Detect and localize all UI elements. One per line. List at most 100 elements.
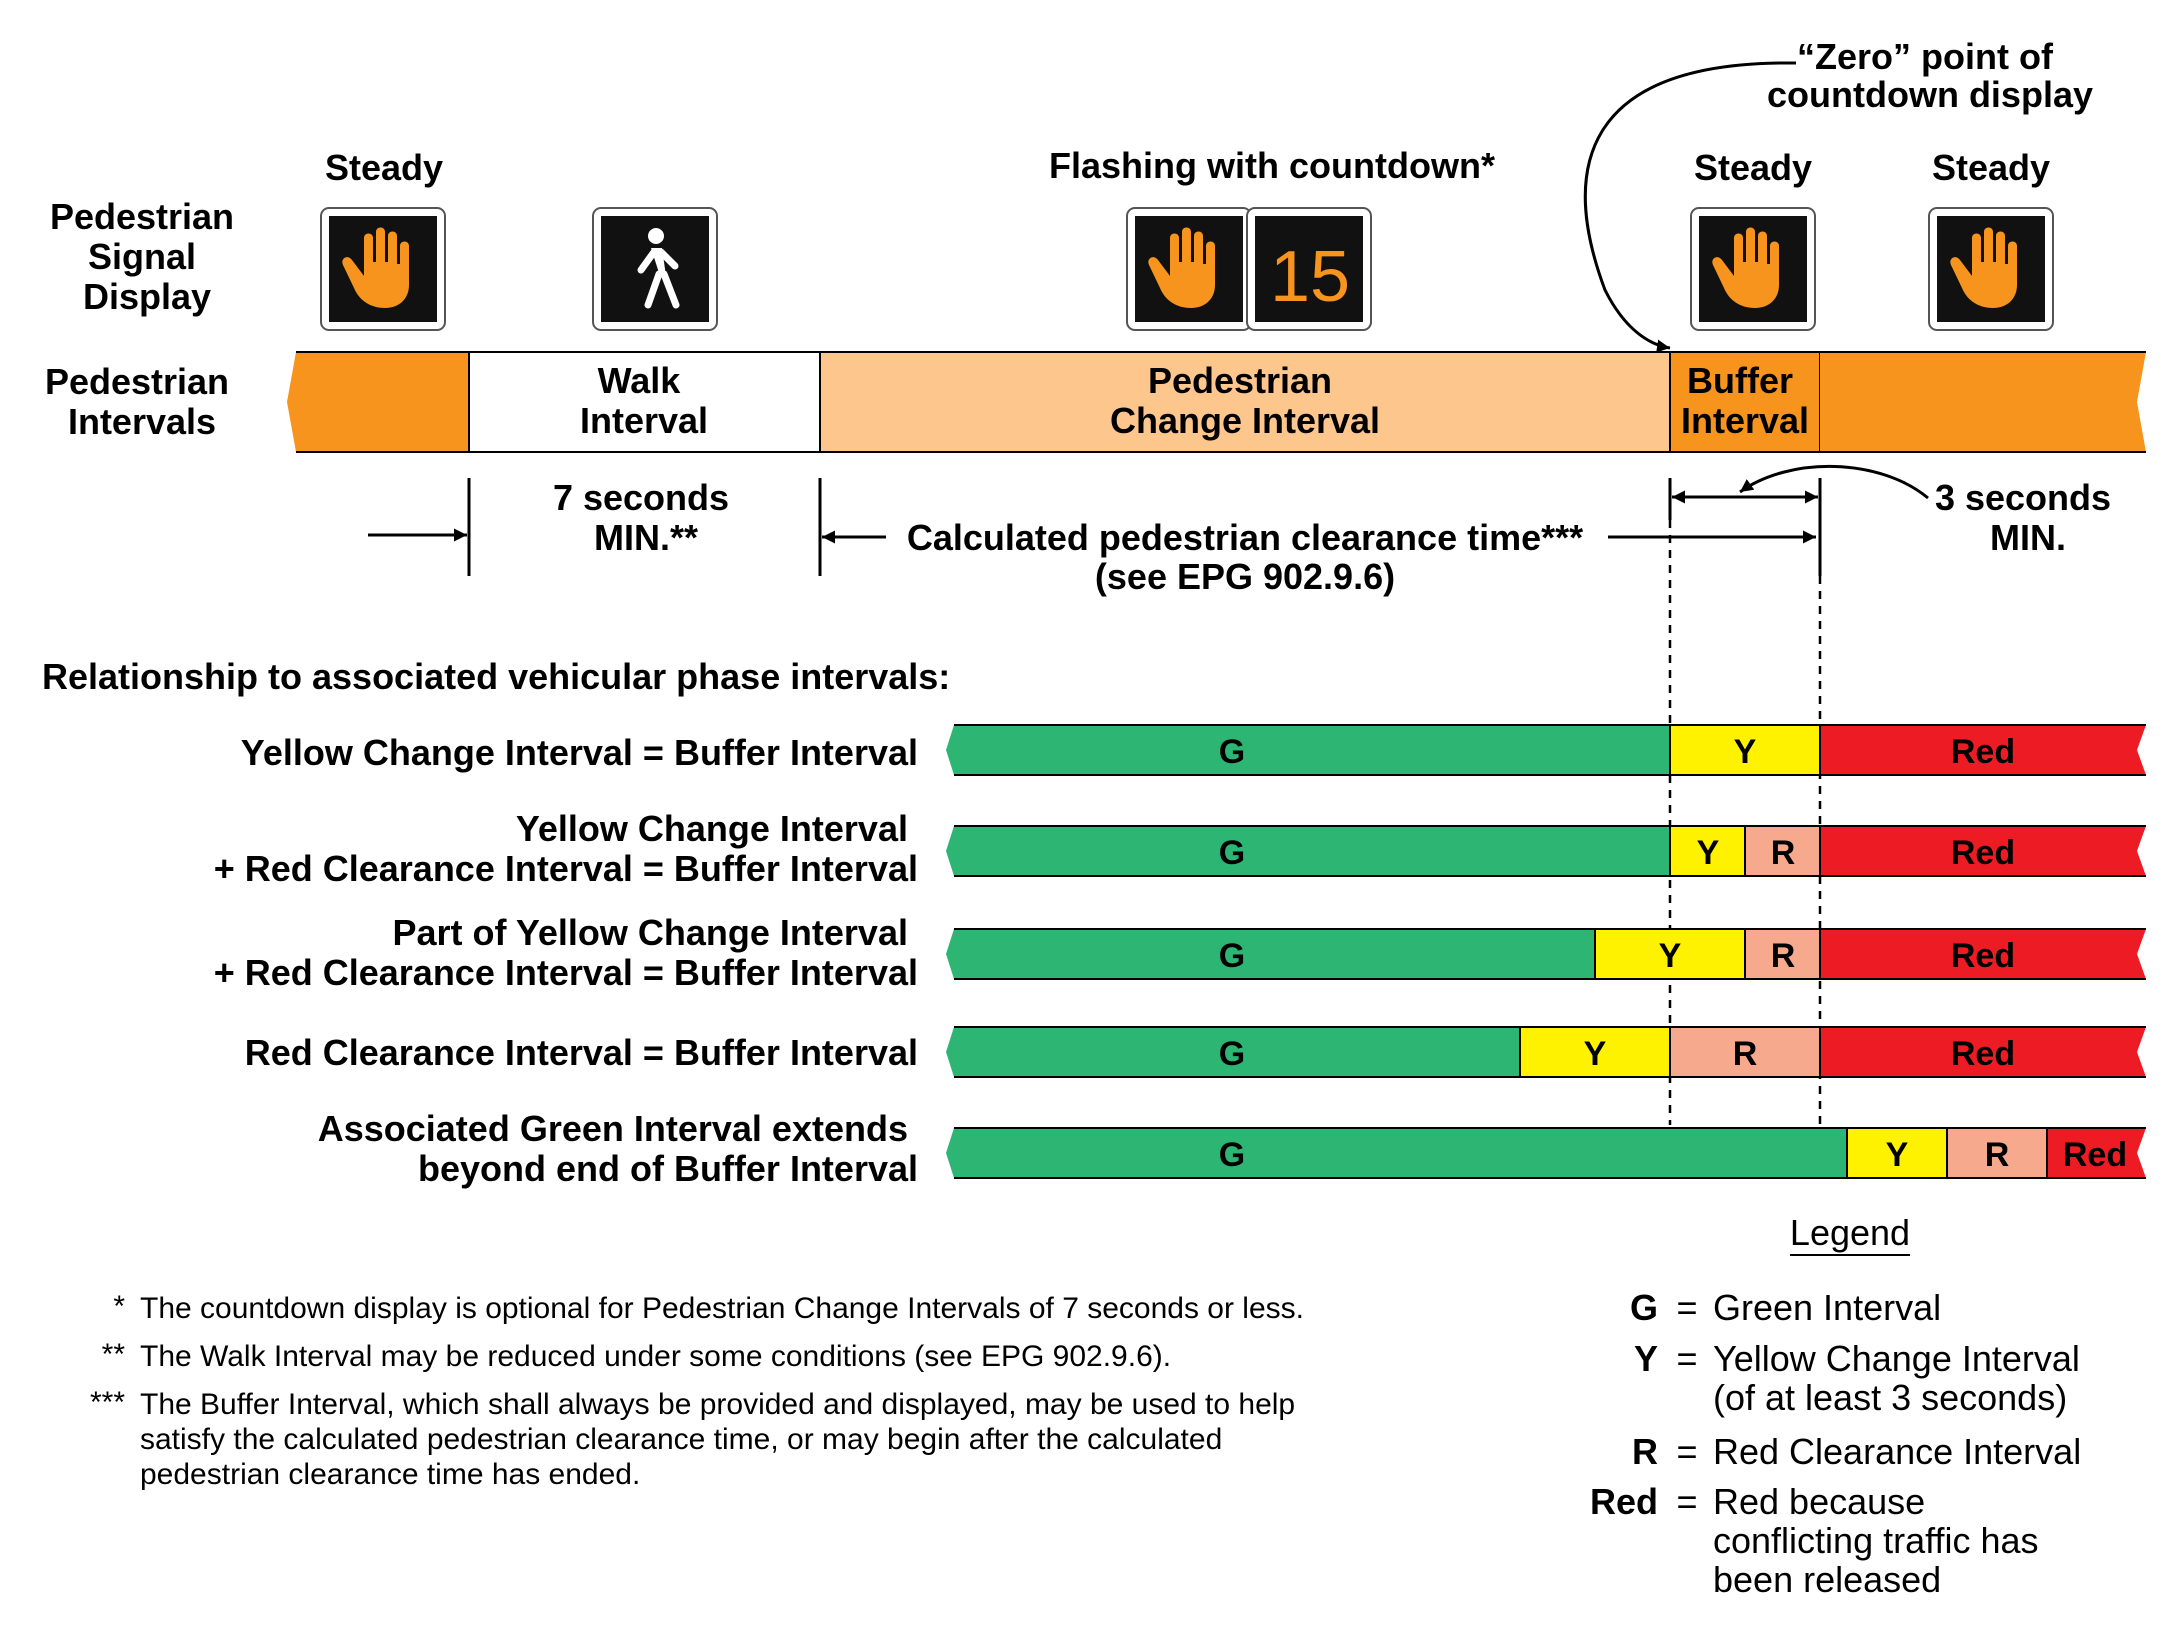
row-label-line: Yellow Change Interval [516,808,908,849]
row-label-line: Red Clearance Interval = Buffer Interval [245,1032,918,1073]
change-interval-label: Pedestrian Change Interval [1110,360,1380,441]
intervals-label-line: Intervals [68,401,216,442]
row-label-line: + Red Clearance Interval = Buffer Interv… [214,848,918,889]
phase-bar-row-5: G Y R Red [946,1127,2146,1179]
segment-label-y: Y [1734,733,1757,771]
segment-label-r: R [1771,834,1796,872]
segment-label-y: Y [1697,834,1720,872]
clearance-label: Calculated pedestrian clearance time*** [907,517,1583,558]
buffer-interval-label: Buffer Interval [1681,360,1809,441]
footnotes: * The countdown display is optional for … [90,1290,1304,1491]
walk-interval-line: Interval [580,400,708,441]
footnote-text: The Walk Interval may be reduced under s… [140,1340,1171,1373]
buffer-interval-segment [1669,351,1821,453]
legend-key: G [1630,1287,1658,1328]
upraised-hand-icon [1712,227,1779,308]
segment-label-r: R [1985,1136,2010,1174]
signal-head-steady-hand [1928,207,2054,331]
phase-bar-row-1: G Y Red [946,724,2146,776]
signal-head-steady-hand [320,207,446,331]
signal-display-label-line: Pedestrian [50,196,234,237]
legend-eq: = [1676,1338,1697,1379]
segment-label-red: Red [1951,1035,2015,1073]
legend-desc-line: been released [1713,1559,1941,1600]
legend-desc: Red because conflicting traffic has been… [1713,1481,2049,1600]
signal-head-walk [592,207,718,331]
flashing-caption: Flashing with countdown* [1049,145,1495,186]
footnote-text: The countdown display is optional for Pe… [140,1292,1304,1325]
footnote-line: pedestrian clearance time has ended. [140,1458,640,1491]
steady-caption: Steady [1932,147,2050,188]
row-label-line: beyond end of Buffer Interval [418,1148,918,1189]
segment-label-red: Red [1951,937,2015,975]
legend-desc: Green Interval [1713,1287,1941,1328]
pedestrian-interval-bar [287,351,2146,453]
segment-label-red: Red [1951,733,2015,771]
walk-min-line: 7 seconds [553,477,729,518]
upraised-hand-icon [1950,227,2017,308]
legend-eq: = [1676,1481,1697,1522]
segment-label-red: Red [1951,834,2015,872]
row-label-line: + Red Clearance Interval = Buffer Interv… [214,952,918,993]
legend-desc-line: Yellow Change Interval [1713,1338,2080,1379]
signal-display-label: Pedestrian Signal Display [50,196,244,317]
row-label-line: Part of Yellow Change Interval [393,912,908,953]
legend-eq: = [1676,1431,1697,1472]
row-label: Red Clearance Interval = Buffer Interval [245,1032,918,1073]
steady-after-segment [1820,352,2146,452]
walk-interval-segment [468,351,821,453]
legend-desc: Yellow Change Interval (of at least 3 se… [1713,1338,2090,1418]
row-label: Part of Yellow Change Interval + Red Cle… [214,912,918,993]
row-label-line: Yellow Change Interval = Buffer Interval [241,732,918,773]
footnote-text: The Buffer Interval, which shall always … [140,1388,1303,1491]
change-interval-line: Change Interval [1110,400,1380,441]
segment-label-red: Red [2063,1136,2127,1174]
intervals-label: Pedestrian Intervals [45,361,239,442]
signal-display-label-line: Display [83,276,211,317]
buffer-min-pointer [1739,464,1929,500]
upraised-hand-icon [342,227,409,308]
steady-caption: Steady [325,147,443,188]
buffer-interval-line: Buffer [1687,360,1793,401]
segment-label-y: Y [1886,1136,1909,1174]
segment-label-g: G [1219,733,1245,771]
segment-label-y: Y [1584,1035,1607,1073]
walking-person-icon [637,228,680,309]
phase-bar-row-3: G Y R Red [946,928,2146,980]
legend-key: Y [1634,1338,1658,1379]
phase-bar-row-2: G Y R Red [946,825,2146,877]
segment-label-y: Y [1659,937,1682,975]
segment-label-g: G [1219,937,1245,975]
legend-desc-line: Red because [1713,1481,1925,1522]
change-interval-line: Pedestrian [1148,360,1332,401]
buffer-interval-line: Interval [1681,400,1809,441]
walk-interval-label: Walk Interval [580,360,708,441]
phase-bar-row-4: G Y R Red [946,1026,2146,1078]
row-label: Yellow Change Interval = Buffer Interval [241,732,918,773]
walk-min-line: MIN.** [594,517,698,558]
zero-point-line: countdown display [1767,74,2093,115]
legend: Legend G = Green Interval Y = Yellow Cha… [1590,1212,2090,1600]
footnote-mark: *** [90,1386,125,1419]
intervals-label-line: Pedestrian [45,361,229,402]
signal-head-steady-hand [1690,207,1816,331]
countdown-digits-icon: 15 [1270,237,1350,317]
legend-desc: Red Clearance Interval [1713,1431,2081,1472]
zero-point-label: “Zero” point of countdown display [1767,36,2093,115]
clearance-ref-label: (see EPG 902.9.6) [1095,556,1395,597]
buffer-min-label: 3 seconds MIN. [1935,477,2121,558]
steady-caption: Steady [1694,147,1812,188]
signal-display-label-line: Signal [88,236,196,277]
upraised-hand-icon [1148,227,1215,308]
legend-key: Red [1590,1481,1658,1522]
footnote-line: The Buffer Interval, which shall always … [140,1388,1295,1421]
zero-point-arrow [1583,61,1797,353]
row-label-line: Associated Green Interval extends [318,1108,908,1149]
buffer-min-line: 3 seconds [1935,477,2111,518]
relationship-heading: Relationship to associated vehicular pha… [42,656,950,697]
footnote-mark: * [113,1290,125,1323]
legend-title: Legend [1790,1212,1910,1253]
segment-label-g: G [1219,1035,1245,1073]
legend-desc-line: conflicting traffic has [1713,1520,2039,1561]
